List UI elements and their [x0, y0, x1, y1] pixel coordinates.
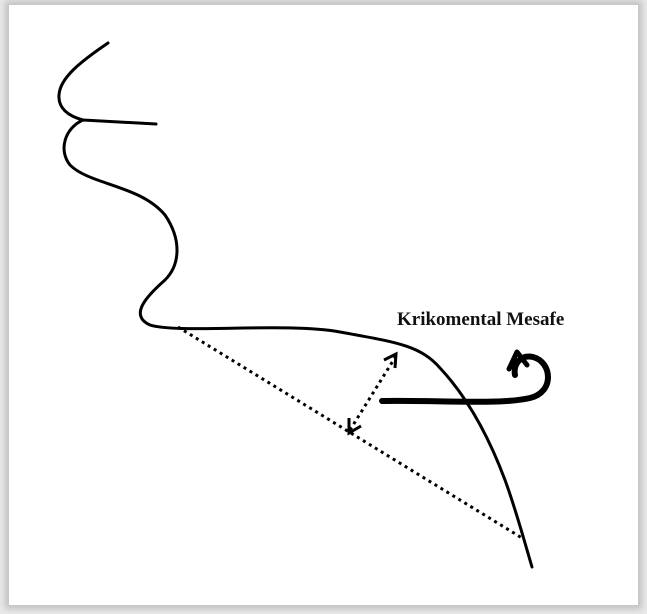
krikomental-mesafe-label: Krikomental Mesafe — [397, 309, 564, 331]
arrowhead-bottom — [349, 418, 361, 433]
arrowhead-top — [384, 354, 396, 368]
profile-curve — [59, 43, 532, 567]
measurement-line — [350, 356, 396, 430]
